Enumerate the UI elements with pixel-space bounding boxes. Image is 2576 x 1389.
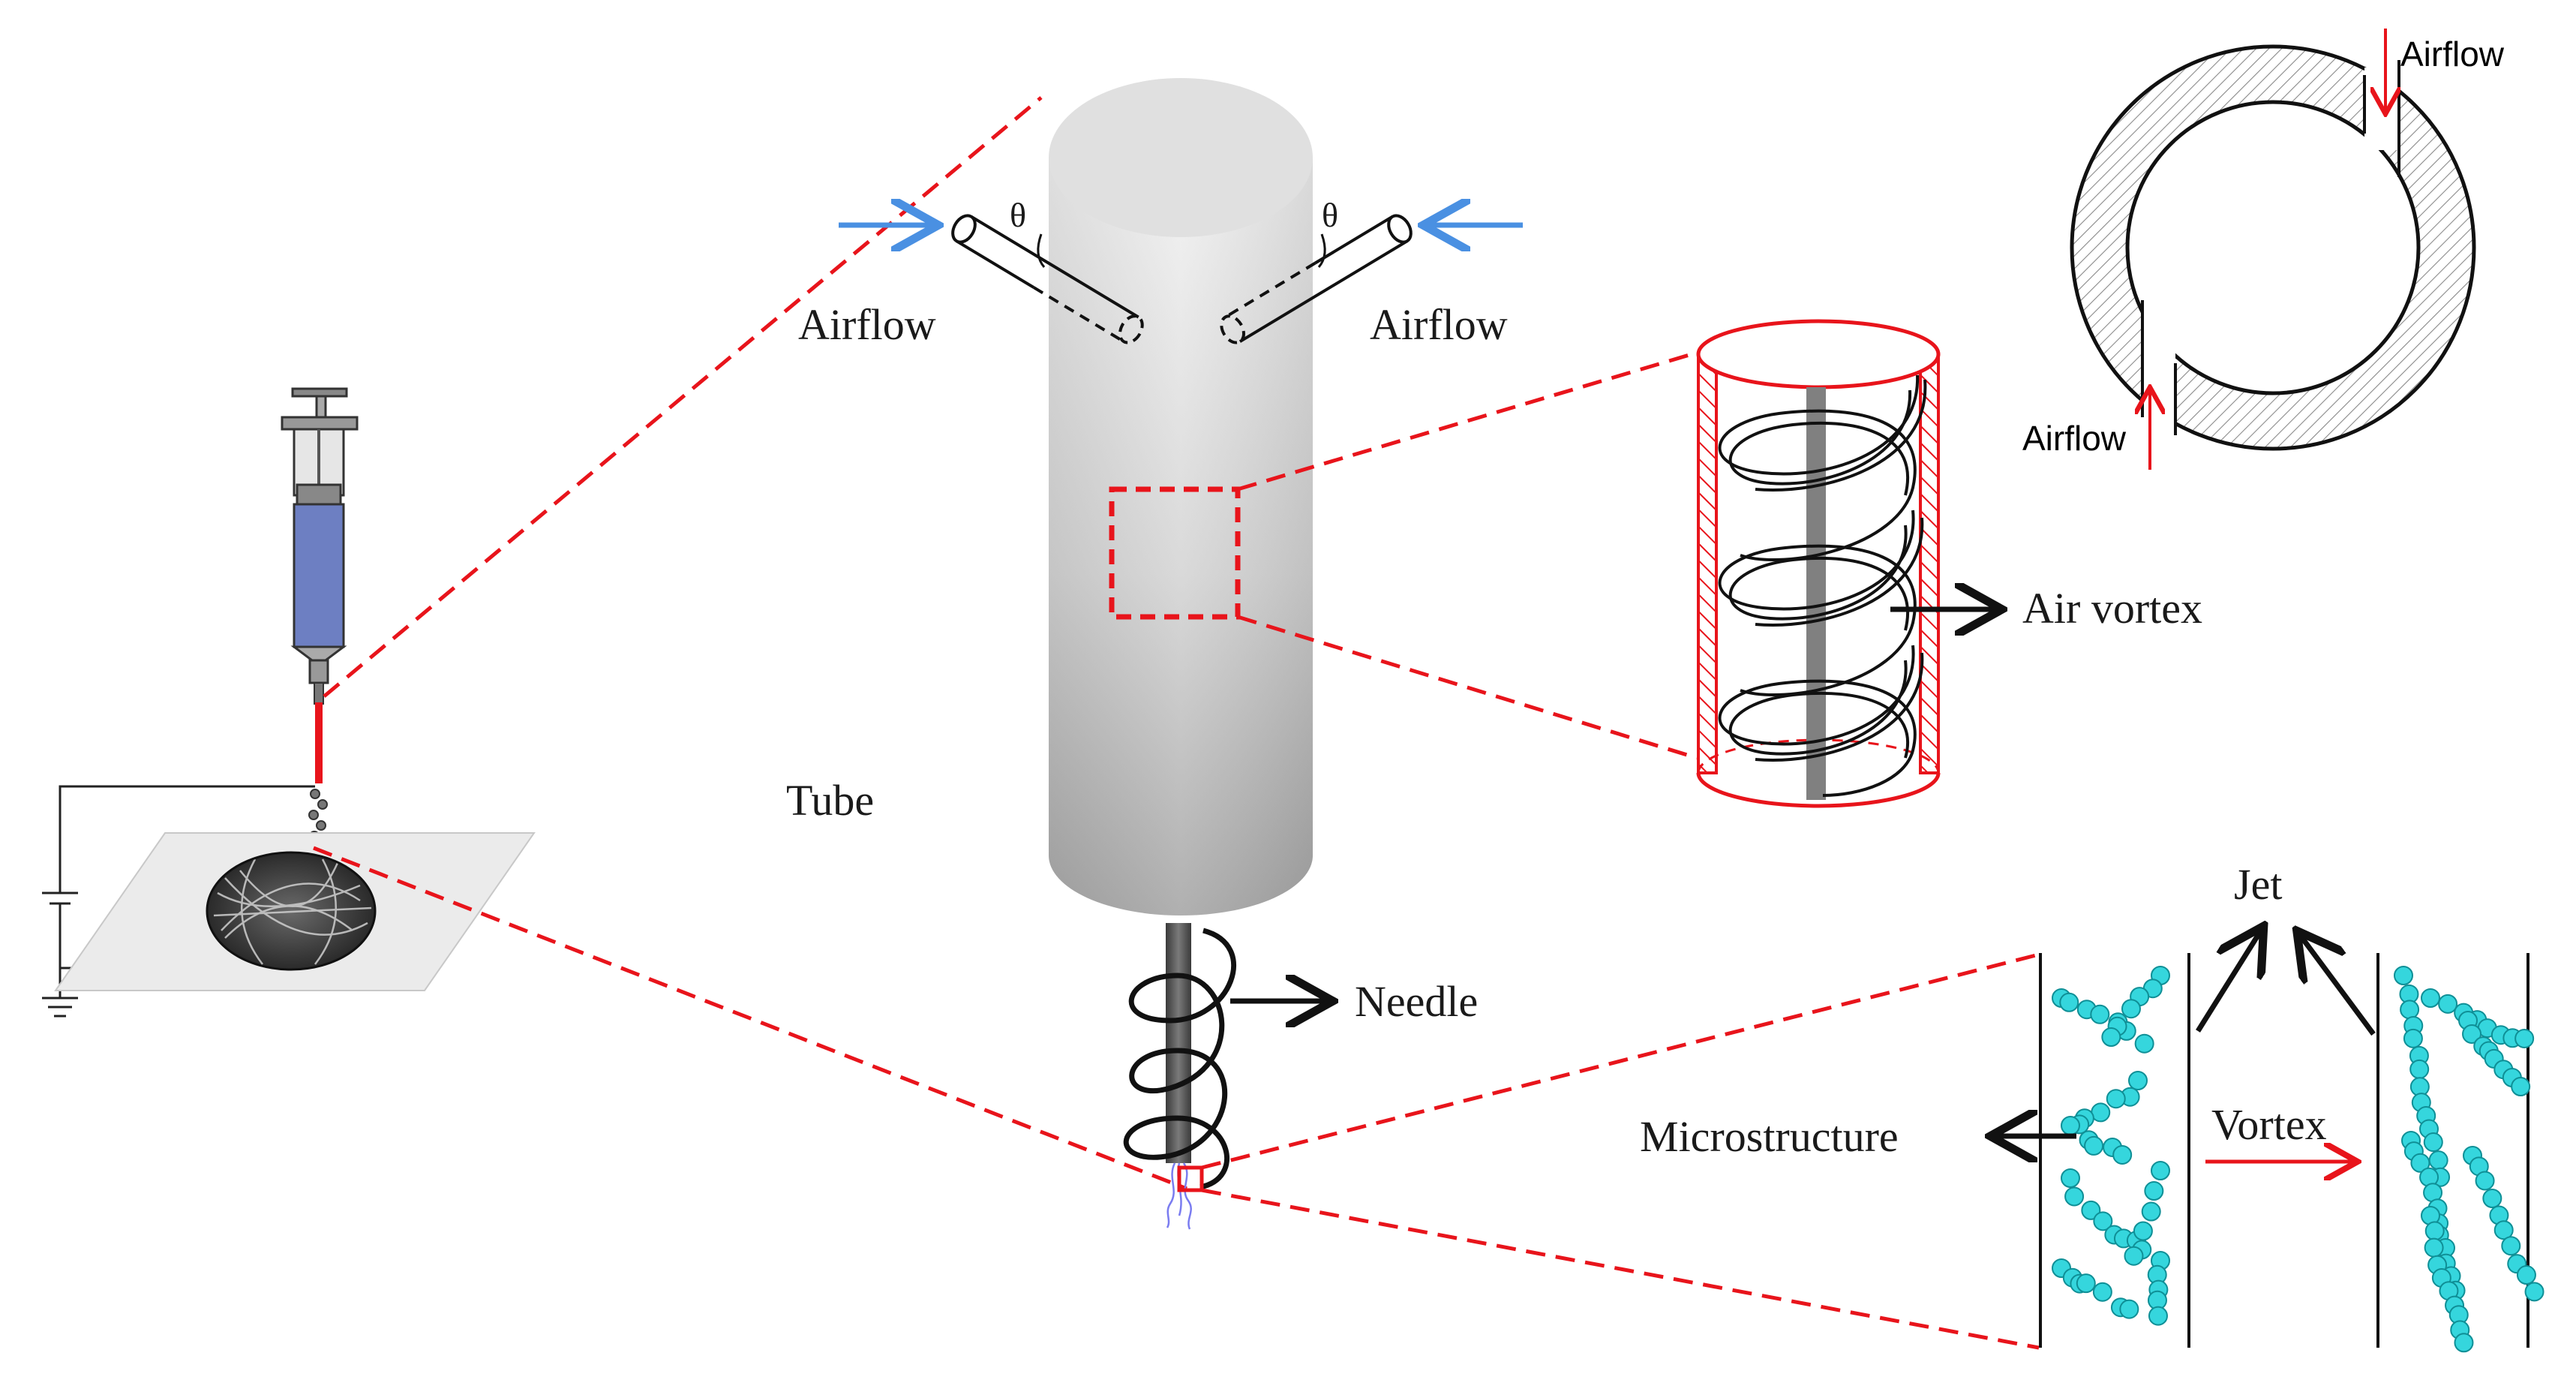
cross-airflow-bottom-label: Airflow [2022,419,2127,458]
particle [2133,1221,2153,1241]
particle [2106,1089,2126,1109]
particle [2076,1273,2096,1294]
syringe-icon [281,387,359,705]
particle [2454,1333,2474,1353]
particle [2134,1033,2154,1054]
needle-helix [1123,928,1236,1190]
tube-cross-section [2070,44,2476,451]
particle [2394,966,2413,985]
particle [2112,1144,2133,1165]
needle [1166,923,1191,1163]
particle [2424,1237,2444,1258]
electrospinning-setup [42,387,536,1018]
zoom-lines-vortex [1237,350,1698,760]
particle [2144,1181,2164,1201]
particle [2482,1189,2502,1209]
zoom-lines-setup [313,96,1187,1191]
tube-label: Tube [786,776,874,825]
particle [2084,1135,2104,1156]
particle [2121,999,2141,1019]
particle [2128,1071,2148,1090]
particle [2410,1153,2430,1173]
inlet-pipe-right [1220,214,1413,344]
particle [2090,1004,2110,1024]
zoom-lines-jet [1201,952,2040,1350]
airflow-right-label: Airflow [1370,300,1508,349]
particles-random-chains [2052,966,2170,1326]
particle [2424,1221,2445,1241]
charged-needle [315,702,323,783]
particle [2101,1027,2121,1048]
particle [2119,1299,2139,1319]
particle [2409,1059,2430,1079]
particle [2403,1028,2423,1048]
particle [2151,1161,2170,1180]
vortex-label: Vortex [2211,1100,2327,1149]
particle [2092,1282,2112,1302]
fiber-mat [206,851,377,971]
particle [2064,1186,2085,1207]
particle [2400,1000,2420,1020]
particle [2061,1116,2080,1135]
jet-zoom-box [1177,1165,1204,1192]
vortex-cutaway [1696,319,1941,808]
needle-label: Needle [1355,977,1478,1026]
theta-arc-right [1317,233,1326,268]
theta-arc-left [1037,233,1046,268]
particle [2423,1132,2443,1153]
theta-right-label: θ [1322,196,1338,234]
inlet-pipe-left [951,214,1144,344]
particle [2421,988,2440,1008]
particle [2081,1200,2101,1220]
particle [2438,994,2458,1014]
particle [2061,1168,2080,1188]
particle [2428,1150,2448,1171]
jet-label: Jet [2234,860,2282,909]
vortex-zoom-box [1109,486,1241,620]
particle [2514,1028,2535,1048]
theta-left-label: θ [1010,196,1026,234]
particle [2093,1211,2113,1231]
particle [2059,992,2079,1012]
particle [2501,1236,2521,1256]
particle [2516,1265,2536,1285]
jet-arrow-right [2300,935,2376,1036]
particle [2124,1246,2144,1266]
cross-airflow-top-label: Airflow [2400,35,2505,74]
particle [2511,1077,2531,1097]
particle [2148,1306,2168,1326]
particles-aligned-chains [2394,966,2544,1353]
particle [2475,1171,2495,1191]
particle [2493,1220,2514,1240]
microstructure-label: Microstructure [1640,1112,1899,1161]
tube [1049,78,1313,915]
airflow-left-label: Airflow [798,300,936,349]
particle [2141,1201,2161,1222]
particle [2524,1282,2544,1302]
air-vortex-label: Air vortex [2022,584,2202,633]
jet-arrow-left [2196,931,2261,1033]
particle [2462,1024,2482,1044]
